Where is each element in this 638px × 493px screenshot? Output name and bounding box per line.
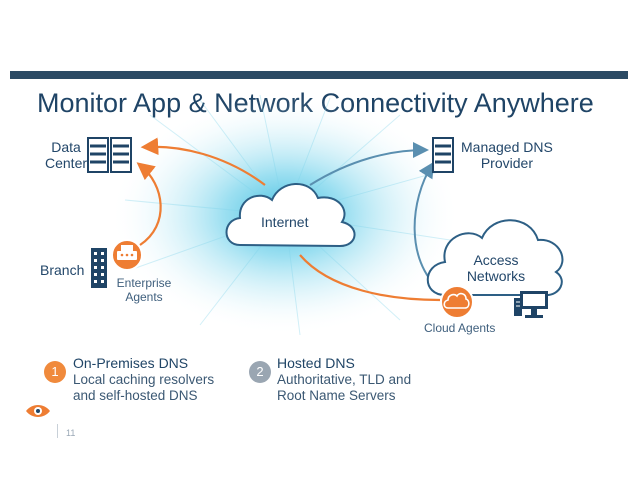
eye-logo-icon xyxy=(26,405,50,417)
legend-line-2a: Authoritative, TLD and xyxy=(277,372,412,387)
cloud-agent-icon xyxy=(440,285,474,319)
enterprise-agent-icon xyxy=(111,239,143,271)
managed-dns-label: Managed DNS Provider xyxy=(461,139,553,171)
legend-badge-1: 1 xyxy=(44,361,66,383)
arc-internet-to-managed-dns xyxy=(309,142,429,186)
internet-label: Internet xyxy=(261,214,309,230)
cloud-agents-label: Cloud Agents xyxy=(424,321,496,335)
access-networks-label: Access Networks xyxy=(466,252,526,284)
access-networks-cloud xyxy=(426,219,564,297)
page-number: 11 xyxy=(66,428,76,438)
legend-line-1b: and self-hosted DNS xyxy=(73,388,198,403)
arc-internet-to-datacenter xyxy=(140,137,266,186)
managed-dns-server-icon xyxy=(432,137,454,173)
arc-agent-to-datacenter xyxy=(136,162,162,246)
data-center-server-icon xyxy=(87,137,132,173)
legend-title-2: Hosted DNS xyxy=(277,355,355,371)
legend-line-1a: Local caching resolvers xyxy=(73,372,215,387)
internet-cloud xyxy=(225,183,356,248)
legend-badge-2: 2 xyxy=(249,361,271,383)
branch-label: Branch xyxy=(40,262,85,278)
branch-building-icon xyxy=(91,248,107,288)
header-band xyxy=(10,71,628,79)
computer-icon xyxy=(514,291,548,318)
data-center-label: Data Center xyxy=(45,139,88,171)
arc-internet-to-cloudagent xyxy=(299,254,441,302)
legend-title-1: On-Premises DNS xyxy=(73,355,189,371)
enterprise-agents-label: Enterprise Agents xyxy=(116,276,172,304)
legend-line-2b: Root Name Servers xyxy=(277,388,396,403)
footer-divider xyxy=(57,424,58,438)
